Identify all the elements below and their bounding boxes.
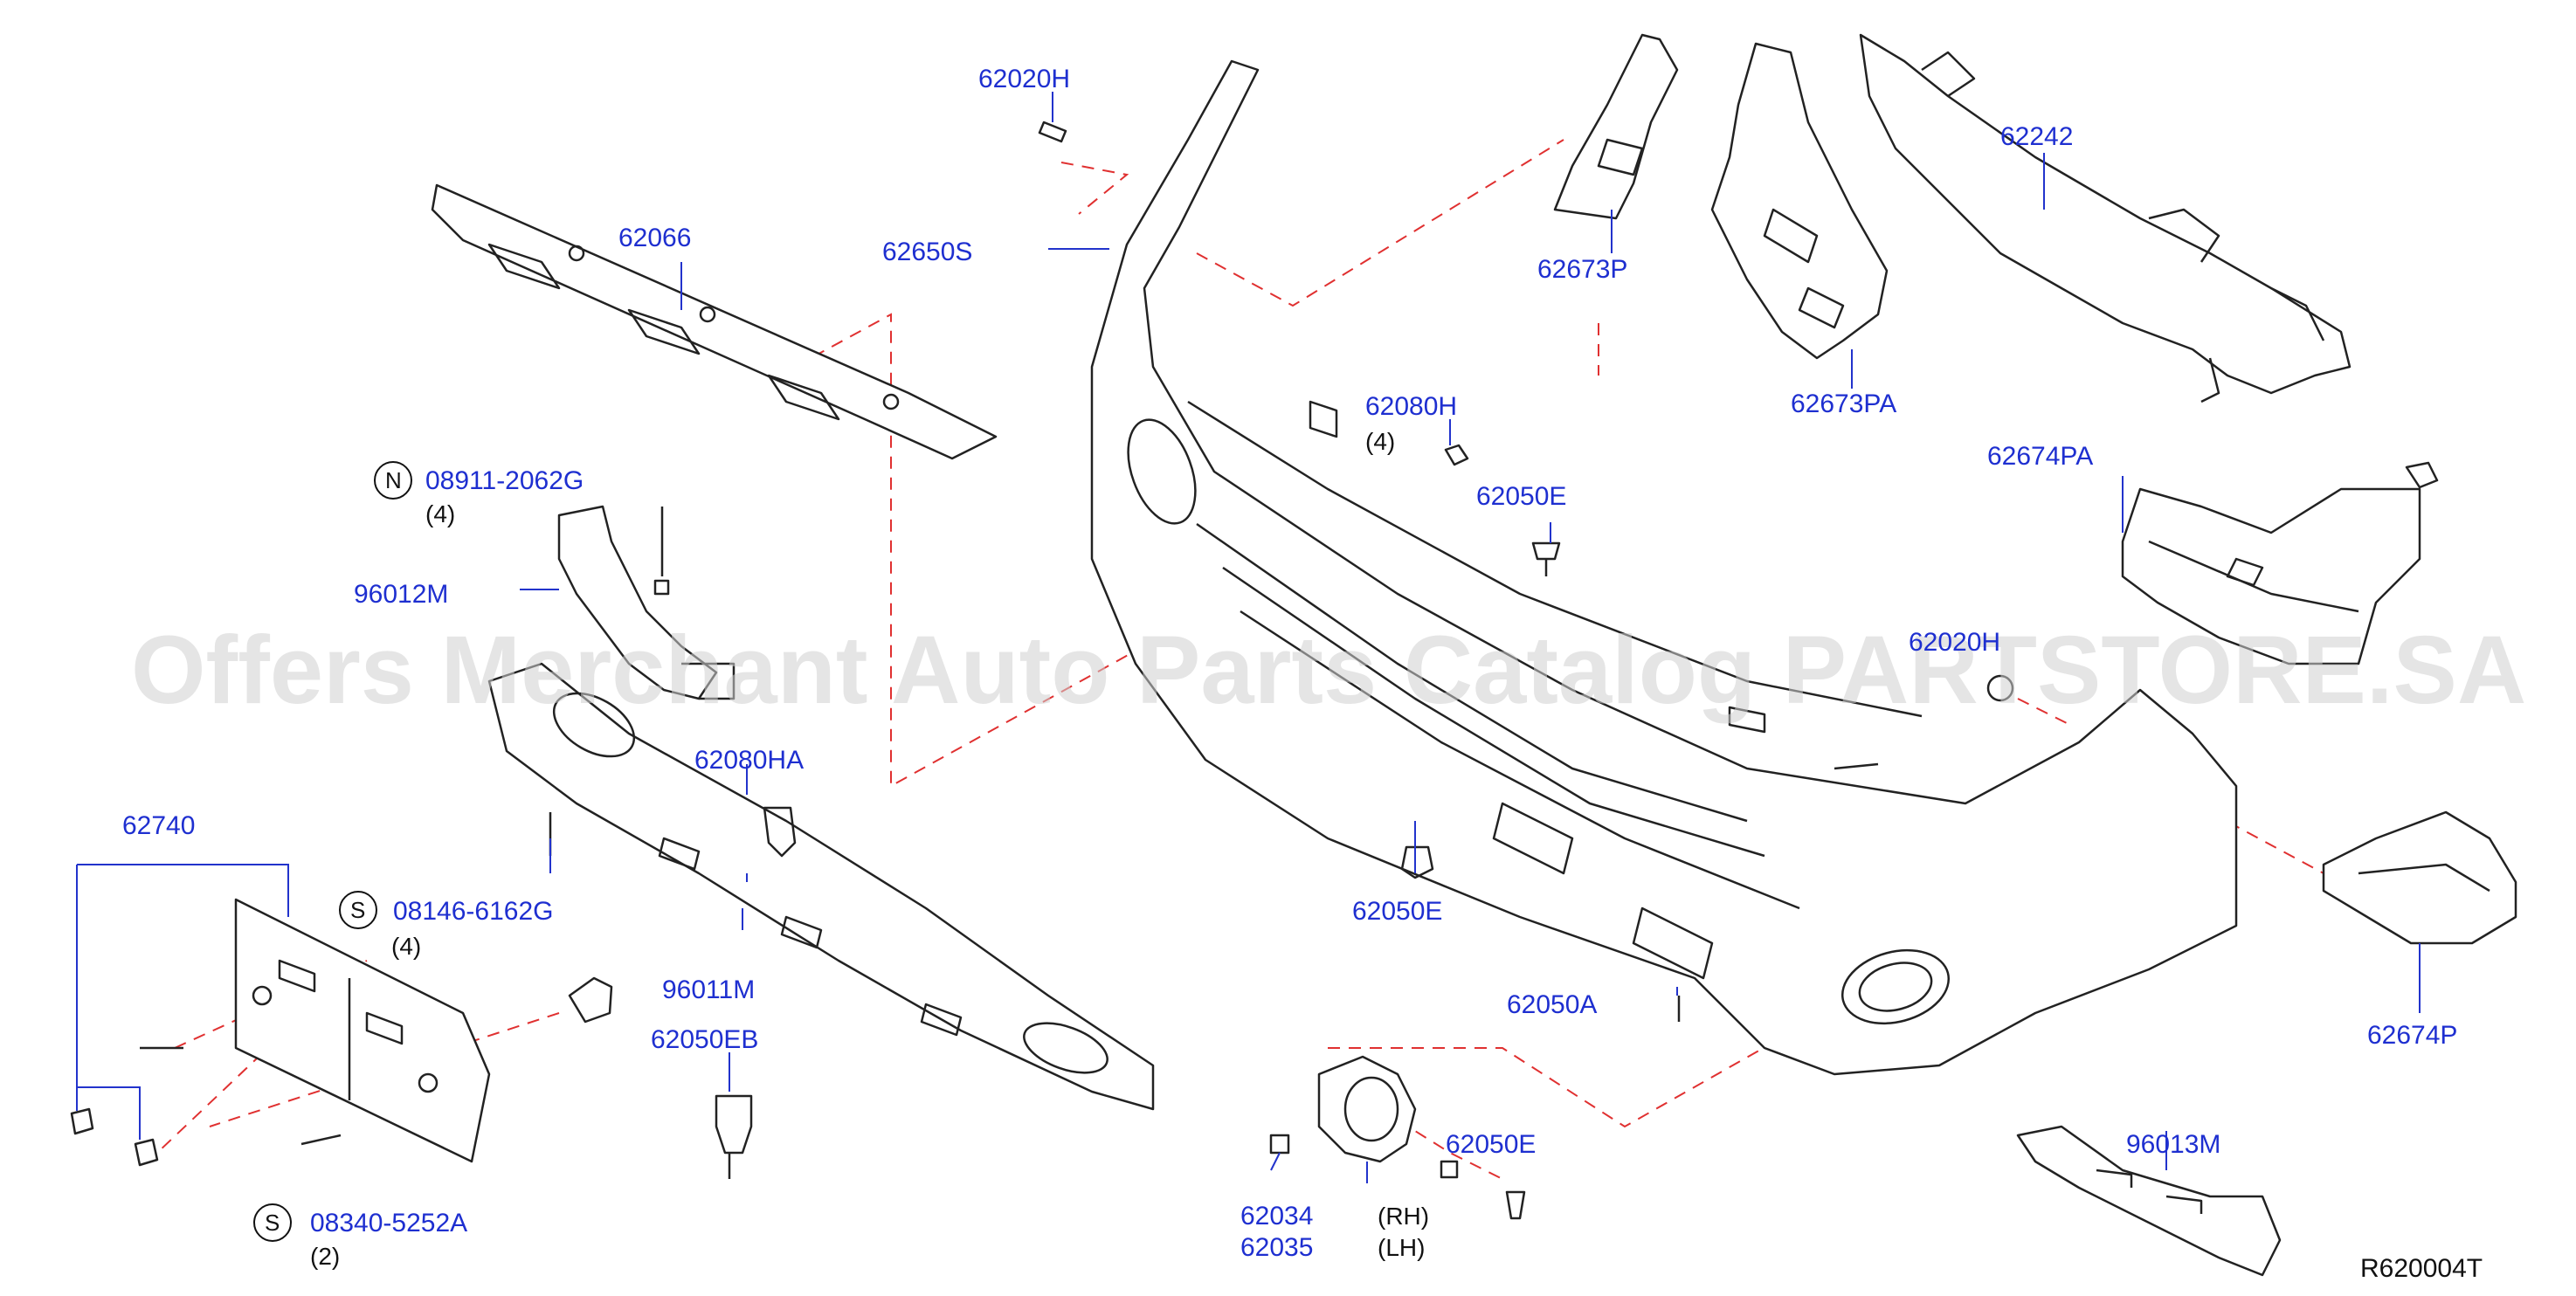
qty-08146: (4) (391, 933, 421, 960)
label-96011M[interactable]: 96011M (662, 975, 755, 1004)
fasteners (70, 121, 2439, 1220)
watermark-text: Offers Merchant Auto Parts Catalog PARTS… (131, 617, 2526, 724)
label-62050E-bot[interactable]: 62050E (1446, 1130, 1536, 1159)
label-62020H-mid[interactable]: 62020H (1909, 628, 2000, 657)
label-62020H-top[interactable]: 62020H (978, 65, 1070, 93)
badge-s2 (253, 1203, 292, 1242)
qty-08340: (2) (310, 1243, 340, 1270)
qty-62080H: (4) (1365, 428, 1395, 455)
part-62066-reinforcement (431, 183, 998, 460)
badge-s1 (339, 891, 377, 929)
label-62066[interactable]: 62066 (618, 224, 691, 252)
label-62050E-mid[interactable]: 62050E (1352, 897, 1442, 926)
badge-s1-letter: S (350, 897, 365, 923)
label-62242[interactable]: 62242 (2000, 122, 2073, 151)
badge-n (374, 461, 412, 500)
label-62650S[interactable]: 62650S (882, 238, 972, 266)
qty-08911: (4) (425, 500, 455, 527)
label-96012M[interactable]: 96012M (354, 580, 448, 609)
label-08340-5252A[interactable]: 08340-5252A (310, 1209, 467, 1237)
badge-n-letter: N (385, 467, 402, 493)
diagram-code: R620004T (2360, 1254, 2483, 1283)
part-62673PA-bracket (1710, 42, 1889, 360)
part-62034-fog-bracket (1317, 1055, 1417, 1163)
label-08146-6162G[interactable]: 08146-6162G (393, 897, 554, 926)
label-62740[interactable]: 62740 (122, 811, 195, 840)
label-62673P[interactable]: 62673P (1537, 255, 1627, 284)
part-labels: 62020H 62066 62650S 62673P 62242 62673PA… (122, 65, 2483, 1283)
part-62674PA-side-bracket (2121, 487, 2421, 665)
badge-s2-letter: S (265, 1210, 280, 1236)
side-label-rh: (RH) (1378, 1203, 1429, 1230)
leader-lines (76, 92, 2421, 1183)
part-62650S-bumper-fascia (1090, 59, 2238, 1076)
label-62050E-top[interactable]: 62050E (1476, 482, 1566, 511)
label-62034[interactable]: 62034 (1240, 1202, 1313, 1231)
label-62050EB[interactable]: 62050EB (651, 1025, 758, 1054)
label-08911-2062G[interactable]: 08911-2062G (425, 466, 584, 495)
part-62674P-side-bracket (2322, 810, 2517, 945)
side-label-lh: (LH) (1378, 1234, 1425, 1261)
part-62740-plate-bracket (234, 898, 491, 1163)
label-96013M[interactable]: 96013M (2126, 1130, 2220, 1159)
label-62035[interactable]: 62035 (1240, 1233, 1313, 1262)
part-96011M-reinforcement (487, 662, 1155, 1111)
part-96013M-cover (2016, 1125, 2282, 1277)
label-62674P[interactable]: 62674P (2367, 1021, 2457, 1050)
label-62050A[interactable]: 62050A (1507, 990, 1597, 1019)
label-62673PA[interactable]: 62673PA (1791, 389, 1896, 418)
label-62080H[interactable]: 62080H (1365, 392, 1457, 421)
part-96012M-bracket (557, 505, 736, 700)
part-62673P-bracket (1553, 33, 1679, 220)
part-62242-support (1859, 33, 2352, 403)
label-62080HA[interactable]: 62080HA (694, 746, 804, 775)
label-62674PA[interactable]: 62674PA (1987, 442, 2093, 471)
